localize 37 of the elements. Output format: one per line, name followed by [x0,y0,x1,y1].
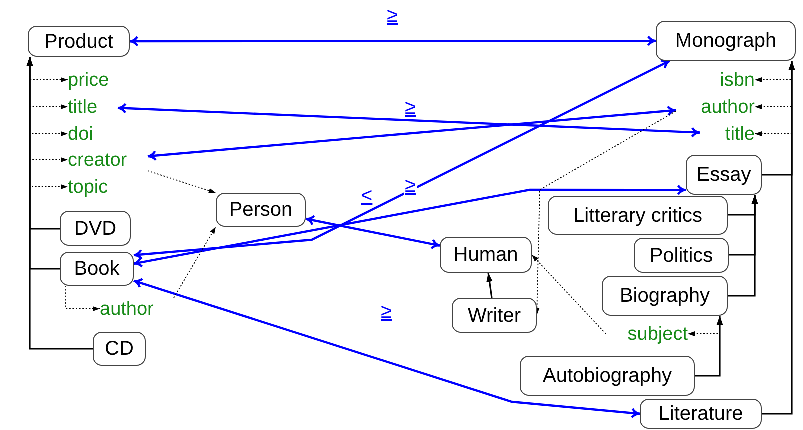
arrow [728,195,758,297]
class-box: Book [60,252,134,286]
arrow [762,61,796,176]
dotted-arrow [754,60,792,136]
dotted-arrow [30,56,68,190]
class-box: Essay [686,155,762,195]
dotted-arrow [534,110,676,316]
attribute-label: price [68,69,128,91]
class-box: Writer [452,298,537,333]
arrow [486,272,493,298]
class-box: DVD [60,211,131,246]
attribute-label: isbn [700,69,755,91]
class-box: Product [28,26,130,57]
attribute-label: author [100,298,174,320]
attribute-label: author [676,96,755,118]
attribute-label: title [700,123,755,145]
class-box: Monograph [656,21,796,61]
dotted-arrow [66,286,100,312]
class-box: Person [216,193,306,227]
attribute-label: title [68,96,118,118]
attribute-label: doi [68,123,108,145]
class-box: Human [440,237,532,273]
dotted-arrow [532,254,606,334]
attribute-label: creator [68,149,148,171]
arrow [26,57,93,350]
attribute-label: topic [68,176,128,198]
class-box: Autobiography [520,356,695,396]
attribute-label: subject [606,322,688,346]
class-box: CD [93,332,146,366]
dotted-arrow [688,316,720,336]
class-box: Biography [602,276,728,316]
arrow [695,316,724,377]
class-box: Politics [634,238,729,273]
class-box: Litterary critics [548,196,728,235]
dotted-arrow [174,226,216,298]
class-box: Literature [640,399,762,429]
dotted-arrow [148,170,216,194]
